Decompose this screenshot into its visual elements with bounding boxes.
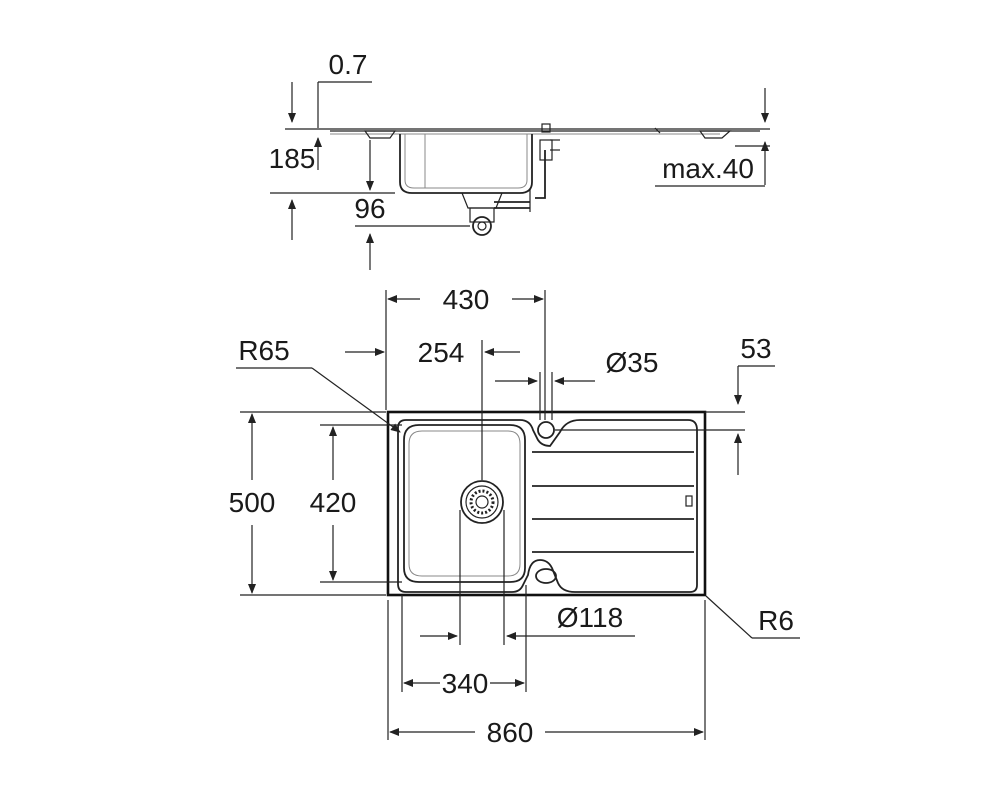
dim-height-total: 500 bbox=[229, 487, 276, 518]
dim-radius-outer: R6 bbox=[758, 605, 794, 636]
dim-bowl-height: 420 bbox=[310, 487, 357, 518]
sink-rim bbox=[397, 419, 698, 593]
drain-outlet bbox=[461, 192, 503, 209]
overflow-hole bbox=[535, 568, 557, 584]
dim-width-total: 860 bbox=[487, 717, 534, 748]
bowl-section bbox=[399, 134, 533, 194]
trap-connector bbox=[472, 216, 492, 236]
sink-outline bbox=[386, 410, 707, 597]
dim-thickness: 0.7 bbox=[329, 49, 368, 80]
counter-hatch-left bbox=[363, 130, 397, 139]
dim-drain-height: 96 bbox=[354, 193, 385, 224]
top-view: 430 R65 254 Ø35 53 500 420 bbox=[229, 284, 800, 748]
drain bbox=[460, 480, 504, 524]
side-view: 0.7 185 96 max.40 bbox=[269, 49, 770, 270]
dim-bowl-width: 340 bbox=[442, 668, 489, 699]
dim-drain-diameter: Ø118 bbox=[557, 602, 623, 633]
tap-hole bbox=[537, 421, 555, 439]
dim-tap-hole: Ø35 bbox=[606, 347, 659, 378]
dim-max-counter: max.40 bbox=[662, 153, 754, 184]
dim-bowl-center: 254 bbox=[418, 337, 465, 368]
bowl bbox=[403, 424, 526, 583]
dim-tap-offset: 53 bbox=[740, 333, 771, 364]
dim-radius-inner: R65 bbox=[238, 335, 289, 366]
counter-hatch-right bbox=[698, 130, 732, 139]
dim-width-half: 430 bbox=[443, 284, 490, 315]
dim-depth: 185 bbox=[269, 143, 316, 174]
